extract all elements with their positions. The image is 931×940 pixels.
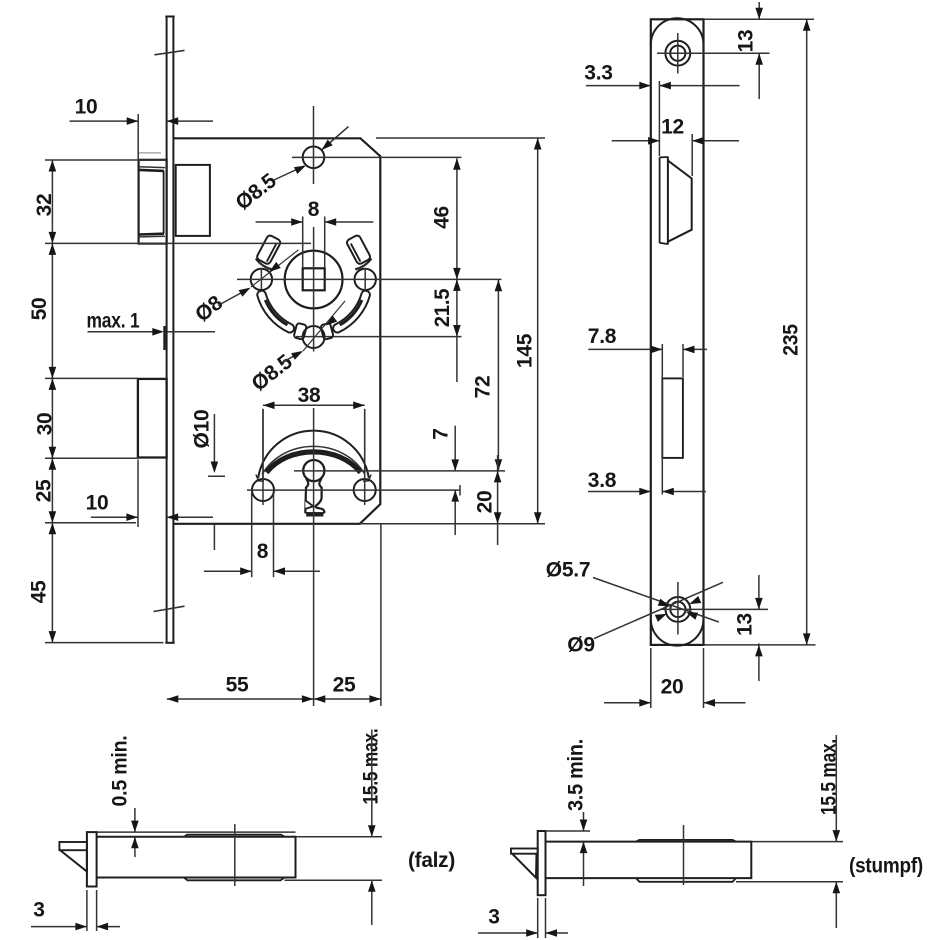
svg-text:21.5: 21.5	[431, 288, 454, 327]
svg-text:10: 10	[86, 492, 109, 515]
svg-text:3.5 min.: 3.5 min.	[565, 739, 588, 811]
svg-text:7.8: 7.8	[588, 325, 617, 348]
svg-text:Ø10: Ø10	[191, 410, 214, 449]
svg-text:max. 1: max. 1	[87, 310, 140, 333]
svg-text:3: 3	[488, 906, 499, 929]
svg-text:12: 12	[661, 116, 684, 139]
svg-text:(falz): (falz)	[408, 849, 455, 872]
svg-text:46: 46	[431, 206, 454, 229]
svg-text:3.3: 3.3	[584, 62, 612, 85]
svg-text:13: 13	[734, 613, 757, 636]
svg-text:25: 25	[333, 674, 356, 697]
svg-text:3.8: 3.8	[588, 469, 617, 492]
svg-text:10: 10	[75, 96, 98, 119]
svg-text:20: 20	[474, 491, 497, 514]
svg-text:Ø9: Ø9	[567, 634, 595, 657]
svg-text:8: 8	[257, 540, 269, 563]
svg-text:7: 7	[430, 428, 453, 439]
svg-text:32: 32	[33, 194, 56, 217]
svg-text:235: 235	[780, 324, 803, 356]
svg-text:72: 72	[472, 376, 495, 399]
svg-text:38: 38	[298, 384, 321, 407]
svg-text:30: 30	[34, 413, 57, 436]
svg-text:15.5 max.: 15.5 max.	[818, 739, 841, 815]
svg-text:(stumpf): (stumpf)	[849, 855, 923, 878]
svg-text:Ø5.7: Ø5.7	[546, 559, 591, 582]
svg-text:3: 3	[33, 899, 44, 922]
svg-text:8: 8	[308, 198, 320, 221]
svg-text:13: 13	[735, 30, 758, 53]
svg-text:15.5 max.: 15.5 max.	[360, 729, 383, 805]
svg-text:0.5 min.: 0.5 min.	[109, 736, 132, 807]
svg-text:55: 55	[226, 674, 249, 697]
svg-text:20: 20	[661, 676, 684, 699]
svg-text:145: 145	[514, 333, 537, 368]
svg-text:45: 45	[28, 580, 51, 603]
svg-text:25: 25	[33, 479, 56, 502]
svg-text:50: 50	[28, 298, 51, 321]
